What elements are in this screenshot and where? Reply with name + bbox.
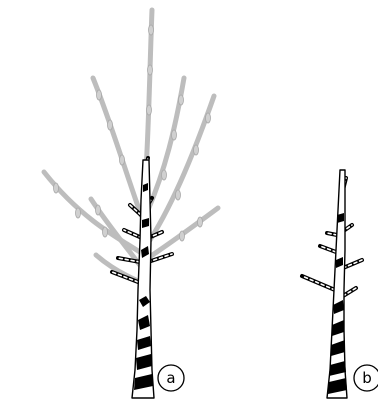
figure-label-a: a: [158, 365, 184, 391]
figure-label-b: b: [354, 365, 378, 391]
pruned-shoots-ghost: [44, 10, 218, 280]
figure-label-b-text: b: [362, 369, 372, 387]
tree-figure-b: b: [302, 170, 378, 398]
figure-label-a-text: a: [166, 369, 175, 387]
tree-figure-a: a: [44, 10, 218, 398]
pruned-branches-b: [302, 178, 362, 296]
